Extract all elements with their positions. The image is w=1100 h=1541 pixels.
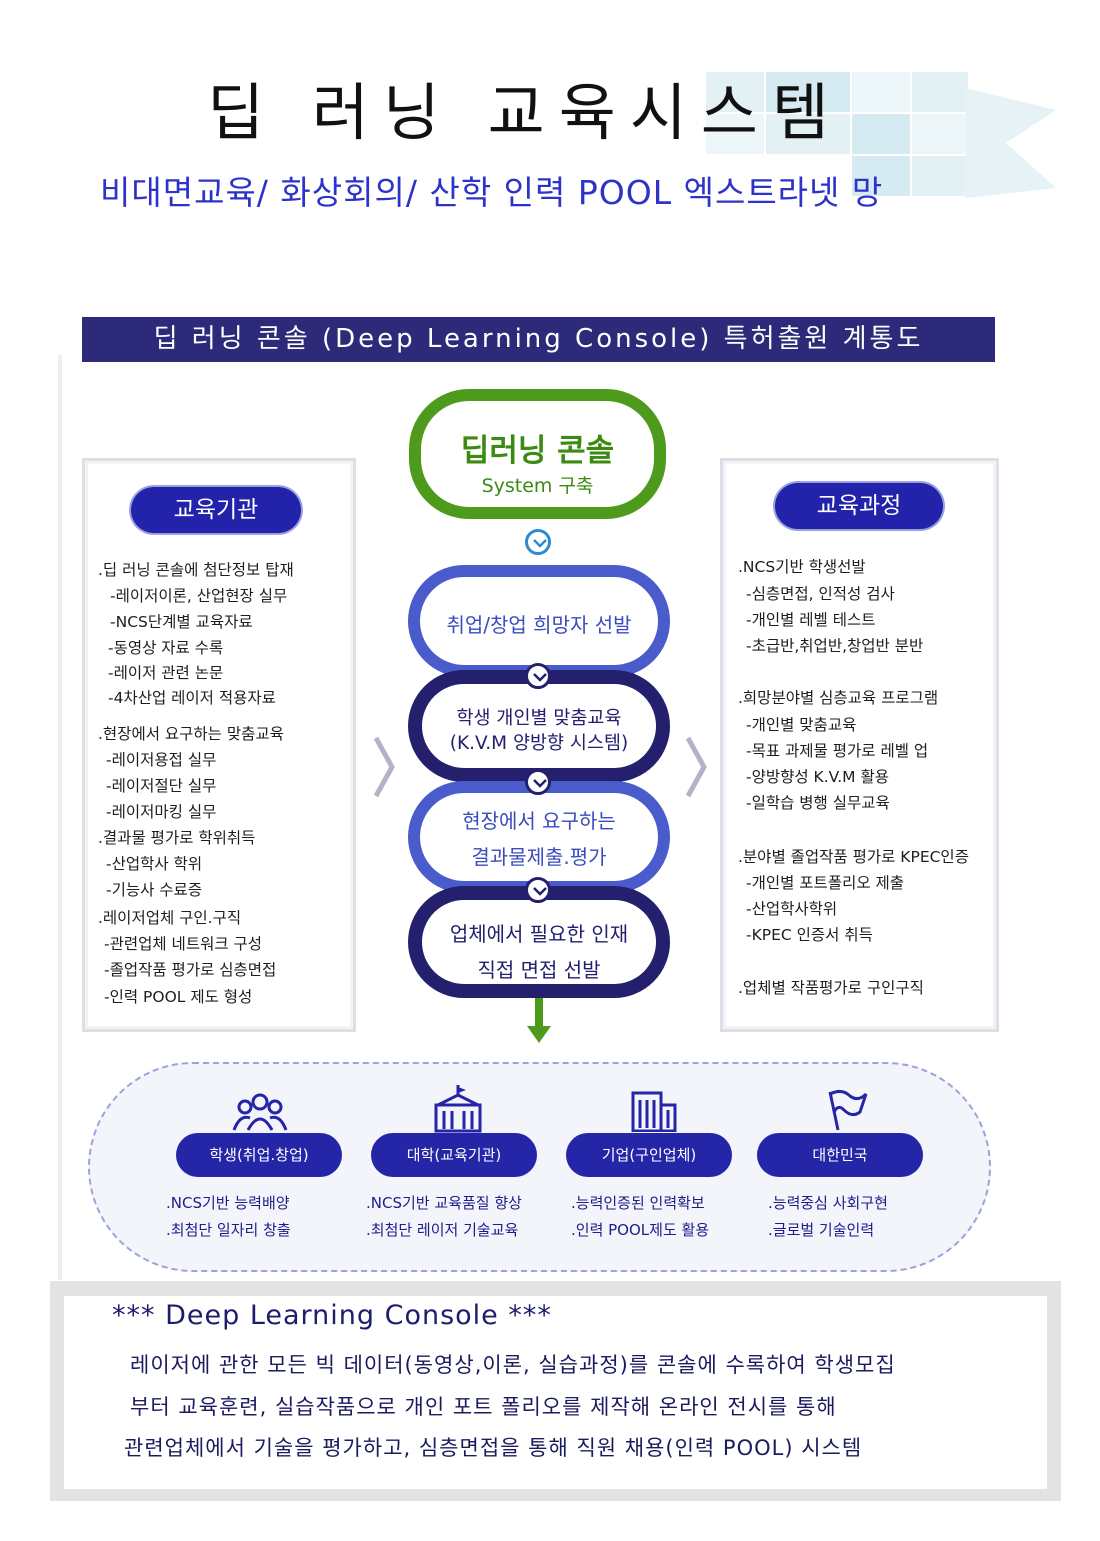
list-item: -레이저용접 실무 [106, 751, 217, 769]
list-item: .결과물 평가로 학위취득 [98, 829, 256, 847]
angle-right-icon [373, 736, 395, 798]
decorative-square [912, 72, 968, 112]
list-item: .희망분야별 심층교육 프로그램 [738, 689, 939, 707]
flow-step-label: 현장에서 요구하는 [462, 809, 616, 833]
flow-step: 취업/창업 희망자 선발 [408, 565, 670, 677]
list-item: -개인별 포트폴리오 제출 [746, 874, 905, 892]
decorative-square [912, 114, 968, 154]
list-item: -개인별 맞춤교육 [746, 716, 857, 734]
stakeholder-benefit: .글로벌 기술인력 [768, 1221, 875, 1239]
console-subtitle: System 구축 [481, 475, 594, 497]
decorative-square [912, 156, 968, 196]
list-item: -초급반,취업반,창업반 분반 [746, 637, 924, 655]
stakeholder-benefit: .NCS기반 능력배양 [166, 1194, 290, 1212]
curriculum-label: 교육과정 [775, 483, 943, 529]
page-title: 딥 러닝 교육시스템 [207, 76, 843, 149]
list-item: -레이저이론, 산업현장 실무 [110, 587, 288, 605]
list-item: -KPEC 인증서 취득 [746, 926, 873, 944]
section-banner: 딥 러닝 콘솔 (Deep Learning Console) 특허출원 계통도 [82, 317, 995, 362]
list-item: -관련업체 네트워크 구성 [104, 935, 263, 953]
stakeholder-benefit: .능력인증된 인력확보 [571, 1194, 705, 1212]
chevron-down-icon [525, 877, 551, 903]
list-item: -레이저마킹 실무 [106, 803, 217, 821]
decorative-square [766, 72, 850, 112]
flow-step-label: 직접 면접 선발 [477, 958, 601, 982]
list-item: .딥 러닝 콘솔에 첨단정보 탑재 [98, 561, 294, 579]
note-line: 관련업체에서 기술을 평가하고, 심층면접을 통해 직원 채용(인력 POOL)… [124, 1436, 863, 1460]
list-item: .레이저업체 구인.구직 [98, 909, 242, 927]
list-item: -레이저절단 실무 [106, 777, 217, 795]
list-item: -졸업작품 평가로 심층면접 [104, 961, 277, 979]
stakeholder-label: 대한민국 [757, 1133, 923, 1177]
flow-step-label: 학생 개인별 맞춤교육 [456, 708, 622, 729]
list-item: -NCS단계별 교육자료 [110, 613, 253, 631]
divider [58, 355, 62, 1280]
list-item: -동영상 자료 수록 [108, 639, 224, 657]
decorative-square [852, 72, 910, 112]
flow-step-label: (K.V.M 양방향 시스템) [449, 733, 629, 754]
note-line: 레이저에 관한 모든 빅 데이터(동영상,이론, 실습과정)를 콘솔에 수록하여… [130, 1353, 896, 1377]
stakeholder-label: 대학(교육기관) [371, 1133, 537, 1177]
stakeholder-label: 기업(구인업체) [566, 1133, 732, 1177]
chevron-down-icon [525, 663, 551, 689]
stakeholder-benefit: .최첨단 일자리 창출 [166, 1221, 291, 1239]
list-item: -산업학사 학위 [106, 855, 203, 873]
list-item: -양방향성 K.V.M 활용 [746, 768, 890, 786]
education-institution-label: 교육기관 [131, 487, 301, 533]
deep-learning-console-box: 딥러닝 콘솔 System 구축 [409, 389, 666, 519]
list-item: -4차산업 레이저 적용자료 [108, 689, 276, 707]
education-institution-panel [82, 458, 356, 1032]
list-item: -레이저 관련 논문 [108, 664, 224, 682]
stakeholder-label: 학생(취업.창업) [176, 1133, 342, 1177]
angle-right-icon [685, 736, 707, 798]
flow-step-label: 취업/창업 희망자 선발 [446, 613, 632, 637]
list-item: -일학습 병행 실무교육 [746, 794, 890, 812]
note-heading: *** Deep Learning Console *** [112, 1300, 552, 1331]
list-item: -산업학사학위 [746, 900, 838, 918]
list-item: -기능사 수료증 [106, 881, 203, 899]
flow-step-label: 업체에서 필요한 인재 [449, 922, 629, 946]
console-title: 딥러닝 콘솔 [460, 433, 615, 469]
office-building-icon [631, 1091, 677, 1132]
chevron-down-icon [525, 529, 551, 555]
list-item: .현장에서 요구하는 맞춤교육 [98, 725, 284, 743]
decorative-square [706, 114, 764, 154]
note-box [64, 1296, 1047, 1489]
list-item: .분야별 졸업작품 평가로 KPEC인증 [738, 848, 969, 866]
list-item: .NCS기반 학생선발 [738, 558, 866, 576]
stakeholder-benefit: .능력중심 사회구현 [768, 1194, 888, 1212]
flag-icon [828, 1089, 868, 1131]
stakeholder-benefit: .NCS기반 교육품질 향상 [366, 1194, 522, 1212]
stakeholder-benefit: .인력 POOL제도 활용 [571, 1221, 710, 1239]
note-line: 부터 교육훈련, 실습작품으로 개인 포트 폴리오를 제작해 온라인 전시를 통… [130, 1395, 837, 1419]
flow-step-label: 결과물제출.평가 [471, 845, 607, 869]
decorative-square [706, 72, 764, 112]
decorative-square [852, 156, 910, 196]
stakeholder-benefit: .최첨단 레이저 기술교육 [366, 1221, 519, 1239]
list-item: -인력 POOL 제도 형성 [104, 988, 253, 1006]
decorative-arrow-shape [966, 88, 1056, 198]
curriculum-panel [720, 458, 999, 1032]
list-item: -개인별 레벨 테스트 [746, 611, 876, 629]
list-item: -심층면접, 인적성 검사 [746, 585, 895, 603]
list-item: -목표 과제물 평가로 레벨 업 [746, 742, 929, 760]
arrow-down-icon [527, 998, 551, 1043]
school-building-icon [434, 1085, 482, 1133]
chevron-down-icon [525, 769, 551, 795]
people-group-icon [232, 1093, 288, 1131]
page-subtitle: 비대면교육/ 화상회의/ 산학 인력 POOL 엑스트라넷 망 [100, 173, 884, 212]
decorative-square [766, 114, 850, 154]
decorative-square [852, 114, 910, 154]
list-item: .업체별 작품평가로 구인구직 [738, 979, 924, 997]
